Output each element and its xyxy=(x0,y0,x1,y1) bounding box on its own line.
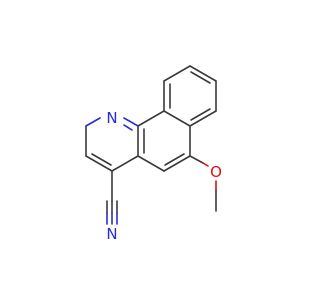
double-bond-inner-n xyxy=(123,124,133,131)
nitrile-nitrogen-label: N xyxy=(106,225,117,243)
double-bond-inner xyxy=(91,153,112,166)
bond xyxy=(189,65,217,82)
pyridine-ring xyxy=(85,117,139,172)
nitrile-group xyxy=(106,170,118,225)
bond xyxy=(85,155,113,172)
bond-c-o xyxy=(202,162,209,167)
methoxy-oxygen-label: O xyxy=(210,163,222,181)
bond-c-n xyxy=(85,117,101,127)
bond-n-c xyxy=(123,117,139,127)
molecule-structure: N N O xyxy=(85,65,222,243)
central-ring xyxy=(137,110,191,172)
double-bond-inner xyxy=(190,71,211,84)
benzo-ring xyxy=(163,65,217,127)
bond xyxy=(163,65,191,82)
bond xyxy=(137,155,165,172)
bond xyxy=(137,110,165,127)
double-bond-inner xyxy=(164,153,185,166)
bond xyxy=(111,155,139,172)
ring-nitrogen-label: N xyxy=(106,109,117,127)
double-bond-inner xyxy=(190,108,211,121)
methoxy-group xyxy=(189,155,217,212)
bond xyxy=(189,155,204,164)
bond xyxy=(163,110,191,127)
bond xyxy=(189,110,217,127)
bond xyxy=(163,155,191,172)
